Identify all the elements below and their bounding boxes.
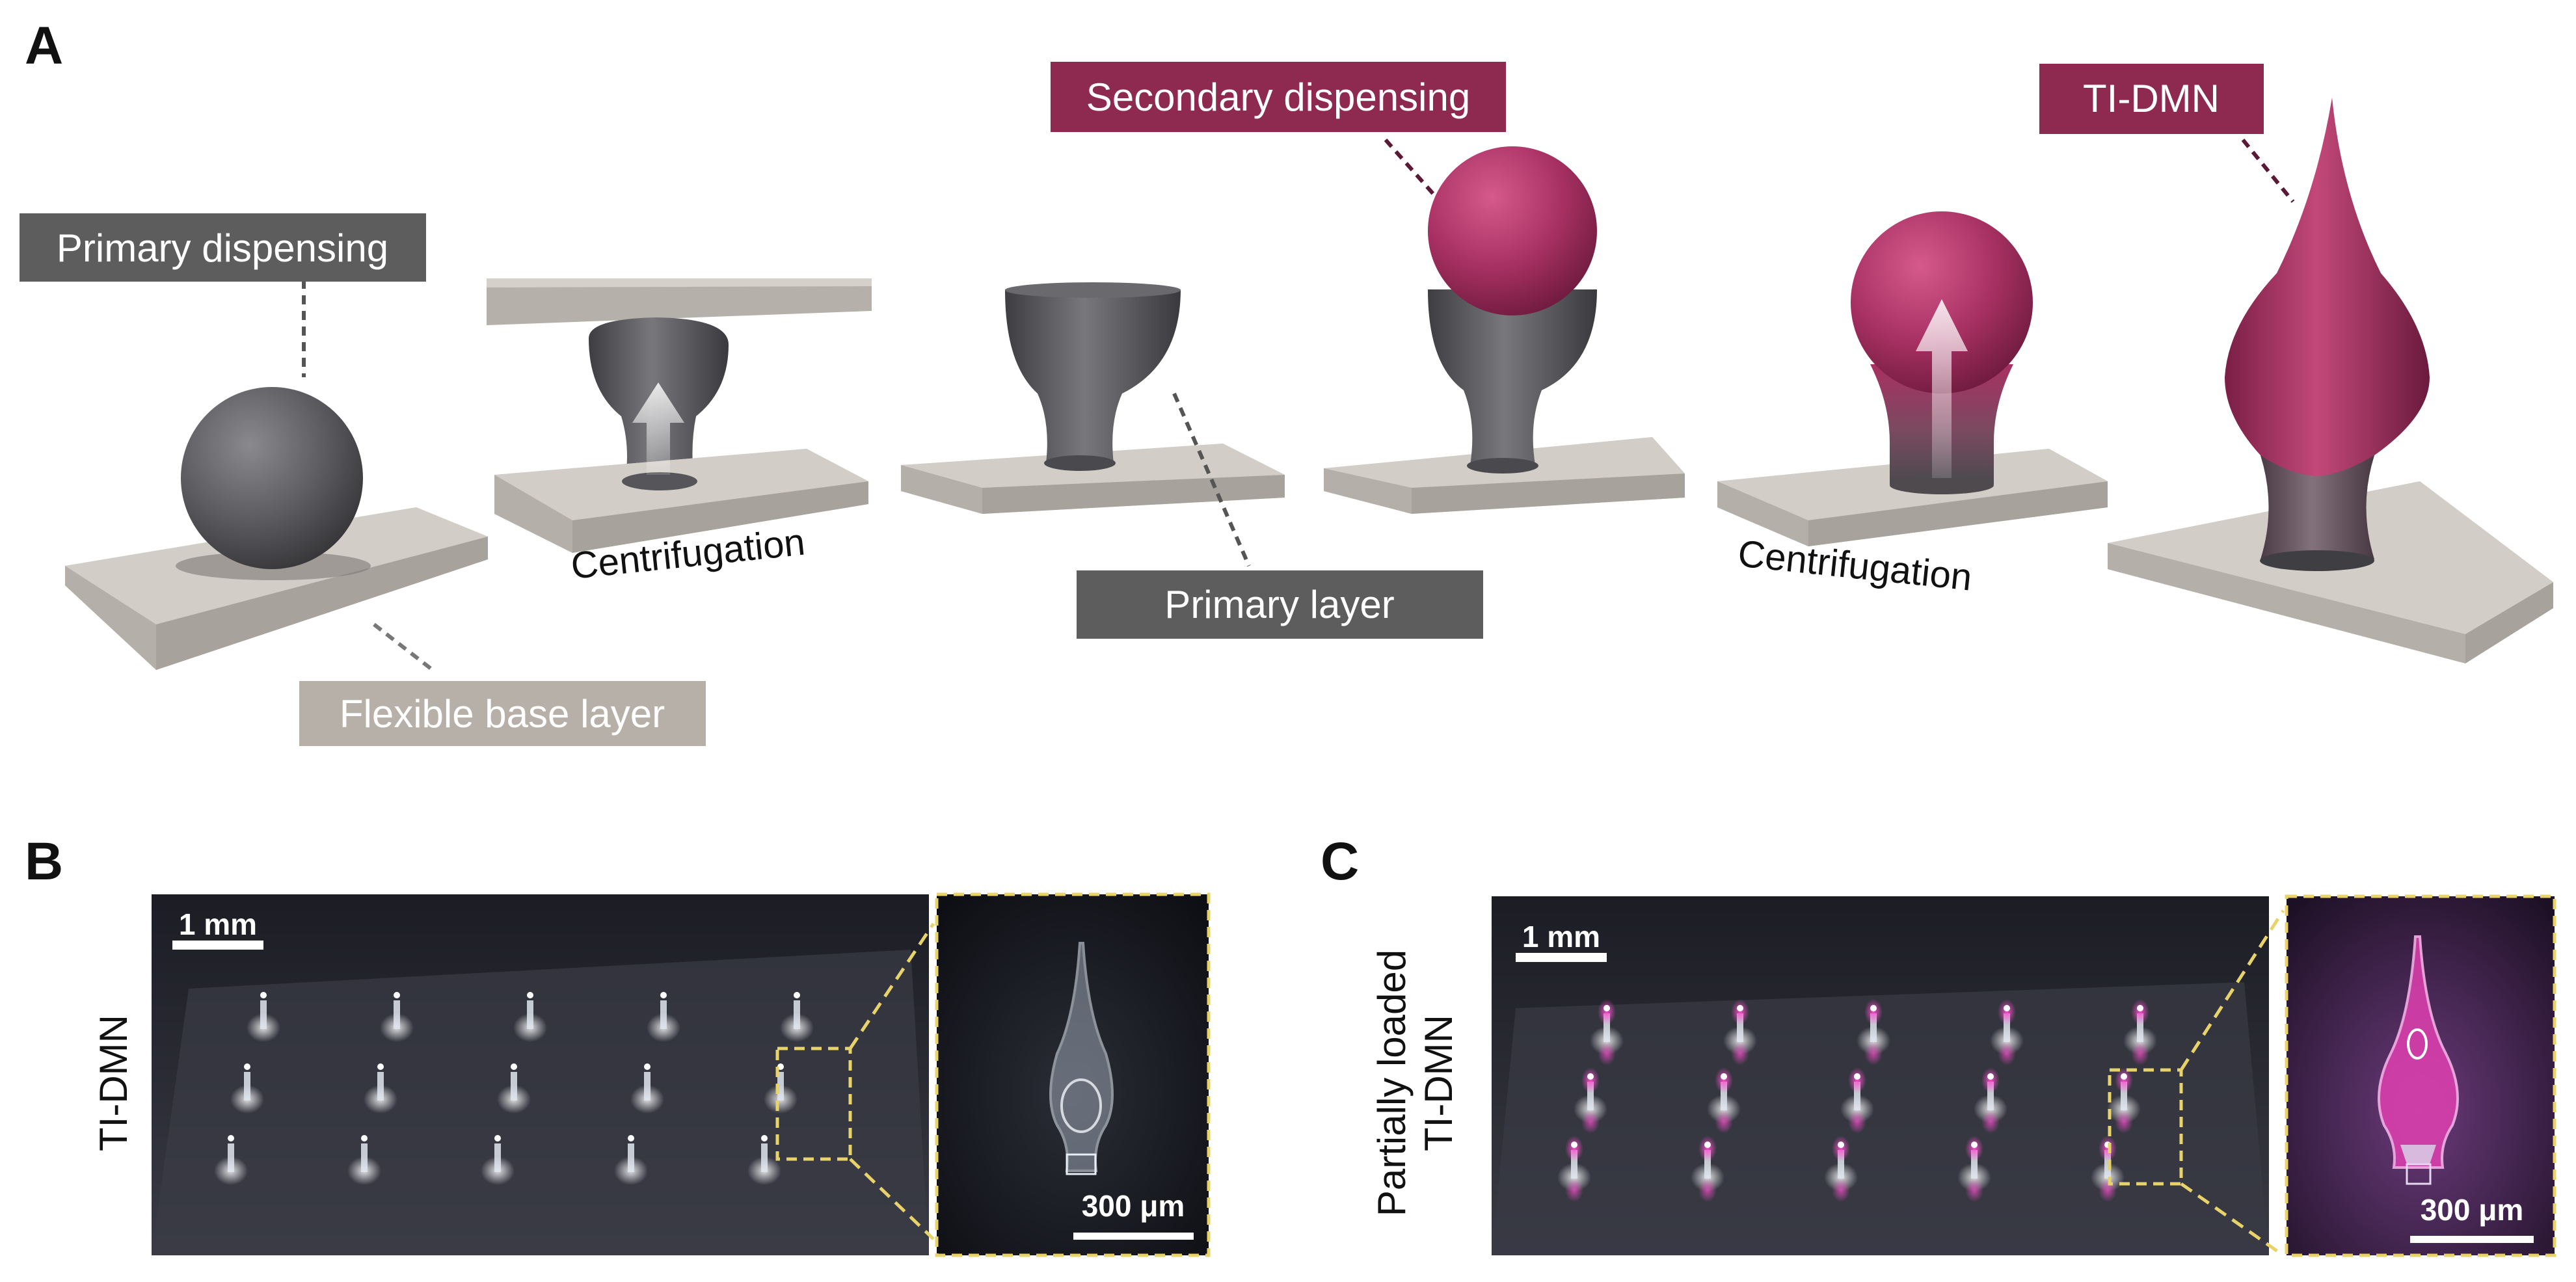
microneedle <box>1707 1067 1741 1134</box>
microneedle <box>614 1135 648 1185</box>
microneedle <box>1957 1136 1991 1202</box>
photo-b-main: 1 mm <box>152 894 929 1255</box>
label-box-ti-dmn <box>2039 64 2264 134</box>
scale-main-c: 1 mm <box>1522 920 1600 954</box>
secondary-sphere <box>1428 146 1597 315</box>
panel-letter-b: B <box>25 832 63 891</box>
microneedle <box>347 1135 381 1185</box>
side-label-c-line2: TI-DMN <box>1417 1015 1460 1151</box>
microneedle <box>481 1135 515 1185</box>
microneedle <box>230 1063 264 1114</box>
step-6-ti-dmn: TI-DMN <box>2039 64 2553 663</box>
primary-sphere <box>181 387 363 569</box>
microneedle <box>1590 999 1624 1065</box>
side-label-b: TI-DMN <box>92 1015 135 1151</box>
needle-array-b <box>214 992 814 1185</box>
ti-dmn-leader <box>2241 139 2295 203</box>
microneedle <box>214 1135 248 1185</box>
centrifugation-arrow-2 <box>1916 299 1968 478</box>
microneedle <box>380 992 414 1042</box>
label-centrifugation-2: Centrifugation <box>1736 532 1974 598</box>
label-flexible-base-layer: Flexible base layer <box>340 692 665 736</box>
microneedle <box>497 1063 531 1114</box>
microneedle <box>1857 999 1890 1065</box>
panel-b: B TI-DMN 1 mm 300 μm <box>25 832 1211 1257</box>
label-primary-layer: Primary layer <box>1164 583 1394 626</box>
microneedle <box>1723 999 1757 1065</box>
microneedle <box>1557 1136 1591 1202</box>
microneedle <box>1990 999 2024 1065</box>
microneedle <box>647 992 680 1042</box>
panel-letter-c: C <box>1321 832 1359 891</box>
step-4-secondary-drop: Secondary dispensing <box>1051 62 1685 514</box>
zoom-box-b <box>775 1047 852 1161</box>
microneedle <box>247 992 280 1042</box>
base-layer-leader <box>373 622 434 672</box>
label-primary-dispensing: Primary dispensing <box>57 226 388 270</box>
label-box-flexible-base-layer <box>299 681 706 746</box>
step-1-primary-drop <box>65 387 488 670</box>
microneedle <box>1574 1067 1607 1134</box>
microneedle <box>1824 1136 1858 1202</box>
side-label-c-line1: Partially loaded <box>1370 950 1414 1216</box>
photo-c-main: 1 mm <box>1492 896 2269 1255</box>
scale-inset-b: 300 μm <box>1082 1189 1185 1223</box>
scale-main-b: 1 mm <box>179 907 257 941</box>
microneedle <box>1840 1067 1874 1134</box>
microneedle <box>1974 1067 2007 1134</box>
label-box-primary-dispensing <box>20 213 426 282</box>
primary-layer-leader <box>1172 392 1251 567</box>
label-box-secondary-dispensing <box>1051 62 1506 132</box>
needle-array-c <box>1557 999 2157 1202</box>
microneedle <box>2091 1136 2125 1202</box>
microneedle <box>747 1135 781 1185</box>
microneedle <box>1691 1136 1724 1202</box>
step-5-centrifugation: Centrifugation <box>1717 211 2108 599</box>
step-3-primary-layer: Primary layer <box>901 282 1483 639</box>
label-secondary-dispensing: Secondary dispensing <box>1086 75 1470 119</box>
microneedle <box>764 1063 798 1114</box>
microneedle <box>513 992 547 1042</box>
step-2-centrifugation: Centrifugation <box>487 278 872 587</box>
inset-b: 300 μm <box>935 892 1211 1257</box>
microneedle <box>2107 1067 2141 1134</box>
panel-letter-a: A <box>25 16 63 75</box>
inset-c: 300 μm <box>2285 894 2556 1257</box>
label-ti-dmn: TI-DMN <box>2083 77 2220 120</box>
label-box-primary-layer <box>1077 570 1483 639</box>
panel-a: A Centrifugation <box>20 16 2553 746</box>
microneedle <box>2123 999 2157 1065</box>
zoom-box-c <box>2108 1068 2183 1186</box>
panel-c: C Partially loaded TI-DMN 1 mm 300 μm <box>1321 832 2556 1257</box>
microneedle <box>780 992 814 1042</box>
microneedle <box>630 1063 664 1114</box>
scale-inset-c: 300 μm <box>2421 1193 2524 1227</box>
microneedle <box>364 1063 397 1114</box>
centrifugation-arrow-1 <box>632 382 684 475</box>
secondary-dispensing-leader <box>1384 139 1436 196</box>
